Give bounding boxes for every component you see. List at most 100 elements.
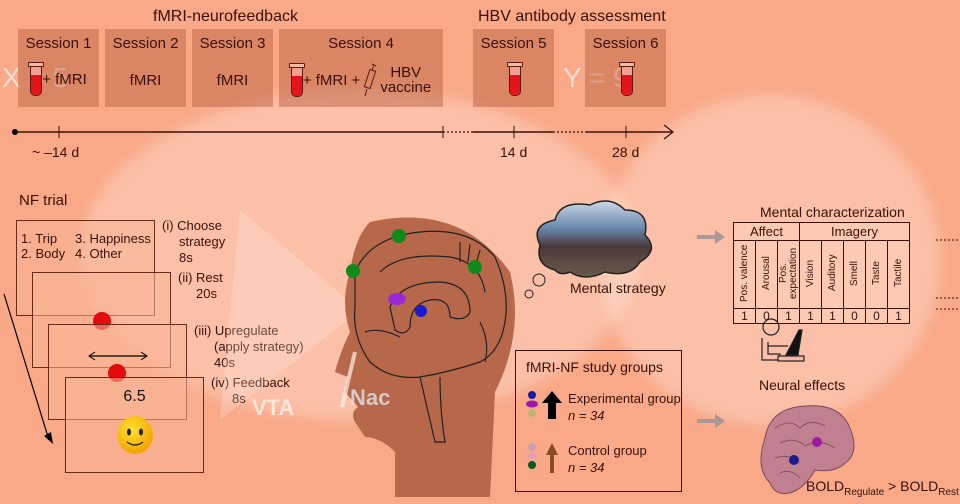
nf-trial-title: NF trial <box>19 192 68 209</box>
session-title: Session 4 <box>328 35 394 52</box>
value-cell: 0 <box>843 308 866 324</box>
session-content: + fMRI <box>42 70 87 88</box>
session-title: Session 5 <box>480 35 547 52</box>
step-duration: 8s <box>211 391 290 407</box>
session-content: + fMRI + <box>302 71 361 89</box>
feedback-value: 6.5 <box>123 388 146 405</box>
group-header-imagery: Imagery <box>799 222 910 241</box>
blood-tube-icon <box>506 62 523 96</box>
step-label: (i) Choose <box>162 218 222 233</box>
session-title: Session 6 <box>592 35 659 52</box>
blood-tube-icon <box>618 62 635 96</box>
roi-green-front <box>346 264 360 278</box>
arrow-to-neural-effects <box>697 414 725 428</box>
vaccine-label-2: vaccine <box>380 79 432 96</box>
roi-green-back <box>468 260 482 274</box>
vaccine-label-1: HBV <box>390 64 422 81</box>
session-title: Session 2 <box>112 35 179 52</box>
formula-sub-regulate: Regulate <box>844 486 885 498</box>
phase-label-neurofeedback: fMRI-neurofeedback <box>153 8 298 25</box>
arrow-to-characterization <box>697 230 725 244</box>
option-other: 4. Other <box>75 246 122 261</box>
control-group-n: n = 34 <box>568 460 605 475</box>
roi-green-top <box>392 229 406 243</box>
table-continuation-dots <box>936 239 960 310</box>
value-cell: 0 <box>865 308 888 324</box>
session-title: Session 3 <box>199 35 266 52</box>
step-duration: 20s <box>196 286 217 301</box>
control-group-label: Control group <box>568 443 647 458</box>
roi-magenta <box>812 437 822 447</box>
step-upregulate: (iii) Upregulate (apply strategy) 40s <box>194 323 304 371</box>
step-choose: (i) Choose strategy 8s <box>162 218 225 266</box>
head-brain-illustration <box>335 217 515 498</box>
option-happiness: 3. Happiness <box>75 231 151 246</box>
value-cell: 0 <box>755 308 778 324</box>
session-4: Session 4 + fMRI + HBV vaccine <box>279 29 443 107</box>
col-auditory: Auditory <box>826 254 838 292</box>
head-silhouette <box>335 217 515 498</box>
vta-label: VTA <box>252 395 295 420</box>
neural-effects-label: Neural effects <box>759 377 846 393</box>
session-title: Session 1 <box>25 35 92 52</box>
experimental-group-n: n = 34 <box>568 408 605 423</box>
control-group-marker <box>526 443 558 473</box>
col-pos-valence: Pos. valence <box>738 244 750 302</box>
step-line2: (apply strategy) <box>194 339 304 355</box>
step-feedback: (iv) Feedback 8s <box>211 375 290 407</box>
step-label: (iv) Feedback <box>211 375 290 390</box>
session-content: fMRI <box>216 72 249 89</box>
col-pos-expectation: Pos. expectation <box>777 247 799 299</box>
session-3: Session 3 fMRI <box>192 29 273 107</box>
step-label: (iii) Upregulate <box>194 323 279 338</box>
roi-blue-vta <box>415 305 427 317</box>
timeline-axis <box>12 124 674 140</box>
thought-bubble <box>524 200 653 299</box>
step-duration: 40s <box>214 355 235 370</box>
step-line2: strategy <box>179 234 226 249</box>
study-groups-title: fMRI-NF study groups <box>526 359 663 375</box>
tick-label-28: 28 d <box>612 144 640 160</box>
formula-sub-rest: Rest <box>938 486 959 498</box>
session-1: Session 1 + fMRI <box>18 29 99 107</box>
experimental-group-label: Experimental group <box>568 391 681 406</box>
option-trip: 1. Trip <box>21 231 58 246</box>
blood-tube-icon <box>28 62 45 96</box>
value-cell: 1 <box>887 308 910 324</box>
study-groups-legend: fMRI-NF study groups Experimental group … <box>515 350 682 492</box>
double-arrow-icon <box>88 351 148 361</box>
value-cell: 1 <box>799 308 822 324</box>
experimental-group-marker <box>526 391 562 419</box>
group-header-affect: Affect <box>733 222 800 241</box>
trial-progress-arrow <box>3 293 53 444</box>
neural-effects-brain-icon <box>760 405 855 494</box>
smiley-icon <box>117 416 153 454</box>
col-arousal: Arousal <box>760 256 772 290</box>
step-rest: (ii) Rest 20s <box>178 270 223 302</box>
roi-purple-nac <box>388 293 406 305</box>
col-smell: Smell <box>848 260 860 286</box>
bold-contrast-formula: BOLDRegulate > BOLDRest <box>806 478 959 498</box>
session-2: Session 2 fMRI <box>105 29 186 107</box>
session-6: Session 6 <box>585 29 666 107</box>
tick-label-minus14: ~ –14 d <box>32 144 80 160</box>
option-body: 2. Body <box>21 246 66 261</box>
tick-label-14: 14 d <box>500 144 528 160</box>
person-at-laptop-icon <box>761 318 805 362</box>
roi-blue <box>789 455 799 465</box>
background-label-y: Y = 9 <box>563 62 629 93</box>
phase-label-antibody: HBV antibody assessment <box>478 8 666 25</box>
mental-characterization-title: Mental characterization <box>760 204 905 220</box>
col-taste: Taste <box>870 261 882 285</box>
formula-operator: > <box>888 478 897 494</box>
formula-bold-1: BOLD <box>806 478 845 494</box>
syringe-icon <box>364 63 377 97</box>
blood-tube-icon <box>288 63 305 97</box>
col-tactile: Tactile <box>892 258 904 288</box>
value-cell: 1 <box>777 308 800 324</box>
formula-bold-2: BOLD <box>900 478 939 494</box>
mental-strategy-label: Mental strategy <box>570 280 666 296</box>
value-cell: 1 <box>821 308 844 324</box>
value-cell: 1 <box>733 308 756 324</box>
session-5: Session 5 <box>473 29 554 107</box>
